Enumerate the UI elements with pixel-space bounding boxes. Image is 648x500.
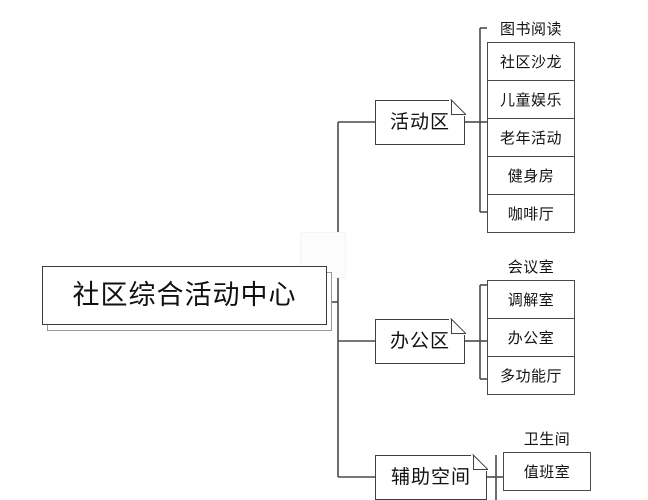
- leaf-group-activity: 图书阅读 社区沙龙 儿童娱乐 老年活动 健身房 咖啡厅: [487, 14, 575, 233]
- branch-node-auxiliary[interactable]: 辅助空间: [375, 453, 489, 500]
- leaf-group-auxiliary: 卫生间 值班室: [503, 424, 591, 491]
- leaf-item[interactable]: 咖啡厅: [488, 194, 574, 232]
- leaf-item[interactable]: 儿童娱乐: [488, 80, 574, 118]
- branch-node-activity[interactable]: 活动区: [375, 98, 467, 145]
- leaf-item[interactable]: 值班室: [504, 452, 590, 490]
- leaf-item[interactable]: 卫生间: [523, 429, 571, 448]
- leaf-stack: 值班室: [503, 452, 591, 491]
- leaf-item[interactable]: 多功能厅: [488, 356, 574, 394]
- root-node-label: 社区综合活动中心: [72, 280, 297, 311]
- branch-node-activity-label: 活动区: [389, 111, 450, 133]
- page-fold-icon: [472, 454, 488, 470]
- leaf-item[interactable]: 会议室: [507, 257, 555, 276]
- branch-node-office[interactable]: 办公区: [375, 317, 467, 364]
- branch-node-office-label: 办公区: [389, 330, 450, 352]
- leaf-item[interactable]: 老年活动: [488, 118, 574, 156]
- branch-node-auxiliary-label: 辅助空间: [390, 466, 471, 488]
- leaf-item[interactable]: 社区沙龙: [488, 42, 574, 80]
- leaf-item[interactable]: 调解室: [488, 280, 574, 318]
- leaf-group-office: 会议室 调解室 办公室 多功能厅: [487, 252, 575, 395]
- leaf-item[interactable]: 办公室: [488, 318, 574, 356]
- page-fold-icon: [450, 318, 466, 334]
- page-fold-icon: [450, 99, 466, 115]
- root-node[interactable]: 社区综合活动中心: [42, 266, 327, 325]
- leaf-stack: 调解室 办公室 多功能厅: [487, 280, 575, 395]
- leaf-item[interactable]: 健身房: [488, 156, 574, 194]
- leaf-stack: 社区沙龙 儿童娱乐 老年活动 健身房 咖啡厅: [487, 42, 575, 233]
- leaf-item[interactable]: 图书阅读: [499, 19, 562, 38]
